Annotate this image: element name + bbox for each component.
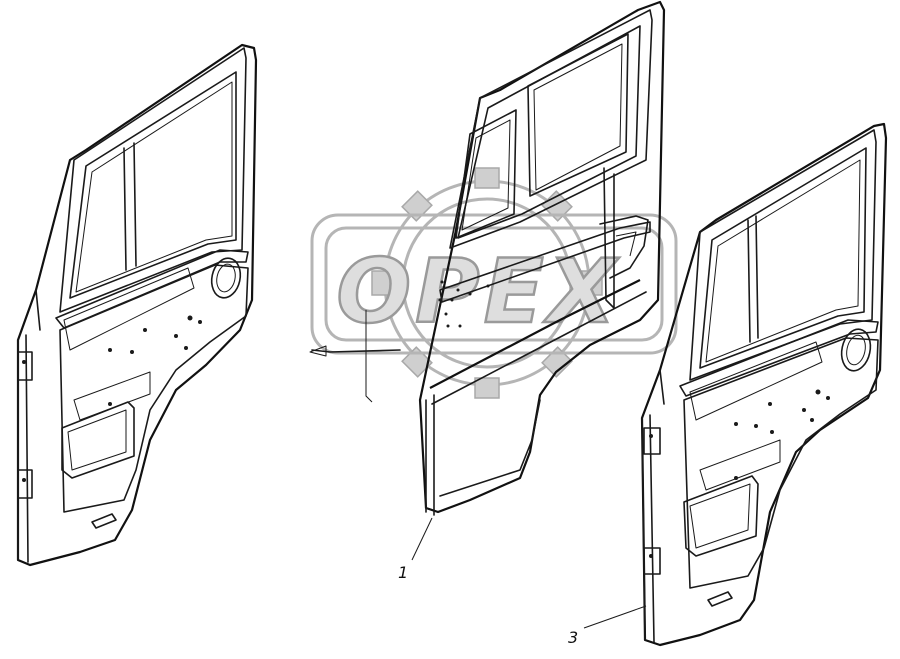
- gear-icon: [371, 167, 603, 399]
- door-center-outer-panel: [309, 0, 666, 516]
- callout-label-1: 1: [398, 563, 408, 582]
- door-left: [16, 43, 258, 567]
- callout-3: 3: [568, 605, 647, 647]
- callout-1: 1: [398, 517, 433, 582]
- callout-label-3: 3: [568, 628, 578, 647]
- door-right: [640, 122, 888, 647]
